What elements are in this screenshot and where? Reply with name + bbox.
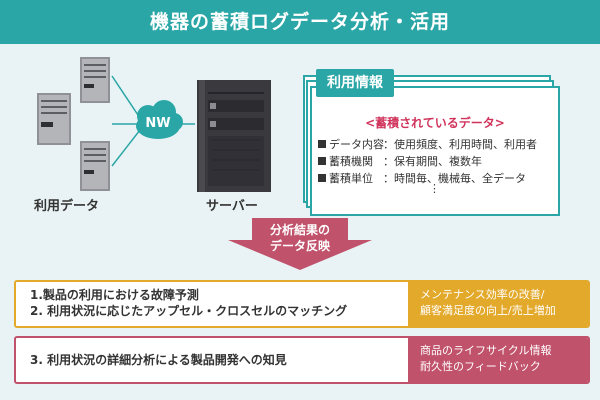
benefit-line: 商品のライフサイクル情報 bbox=[420, 344, 552, 357]
result-row: 1.製品の利用における故障予測 2. 利用状況に応じたアップセル・クロスセルのマ… bbox=[14, 280, 590, 328]
bullet-square-icon bbox=[318, 140, 326, 148]
row-key: データ内容 bbox=[329, 138, 384, 151]
connection-lines bbox=[111, 75, 195, 167]
result-benefit: 商品のライフサイクル情報 耐久性のフィードバック bbox=[408, 338, 588, 382]
row-key: 蓄積単位 bbox=[329, 172, 373, 185]
benefit-line: メンテナンス効率の改善/ bbox=[420, 288, 545, 301]
arrow-label-line: 分析結果の bbox=[269, 223, 330, 237]
bullet-square-icon bbox=[318, 174, 326, 182]
network-label: NW bbox=[145, 116, 171, 131]
continuation-dots: ⋮ bbox=[429, 182, 440, 195]
info-card-row: 蓄積単位 ：時間毎、機械毎、全データ bbox=[318, 170, 526, 186]
bullet-square-icon bbox=[318, 157, 326, 165]
server-icon bbox=[197, 80, 271, 192]
row-value: ：時間毎、機械毎、全データ bbox=[383, 172, 526, 185]
client-computer-icon bbox=[80, 57, 110, 103]
result-benefit: メンテナンス効率の改善/ 顧客満足度の向上/売上増加 bbox=[408, 282, 588, 326]
info-card-title: <蓄積されているデータ> bbox=[365, 116, 505, 130]
result-row-items: 1.製品の利用における故障予測 2. 利用状況に応じたアップセル・クロスセルのマ… bbox=[16, 282, 408, 326]
down-arrow-icon bbox=[228, 218, 372, 270]
row-value: ：使用頻度、利用時間、利用者 bbox=[383, 138, 537, 151]
info-card-row: データ内容：使用頻度、利用時間、利用者 bbox=[318, 136, 537, 152]
info-card bbox=[310, 86, 560, 216]
info-card-tab: 利用情報 bbox=[316, 69, 394, 97]
result-row-items: 3. 利用状況の詳細分析による製品開発への知見 bbox=[16, 338, 408, 382]
result-line: 3. 利用状況の詳細分析による製品開発への知見 bbox=[30, 353, 287, 367]
result-line: 2. 利用状況に応じたアップセル・クロスセルのマッチング bbox=[30, 304, 348, 318]
client-computer-icon bbox=[80, 141, 110, 191]
benefit-line: 顧客満足度の向上/売上増加 bbox=[420, 304, 556, 317]
result-line: 1.製品の利用における故障予測 bbox=[30, 288, 199, 302]
client-computer-icon bbox=[37, 93, 71, 145]
arrow-label-line: データ反映 bbox=[269, 239, 330, 253]
row-key: 蓄積機関 bbox=[329, 155, 373, 168]
page-title: 機器の蓄積ログデータ分析・活用 bbox=[0, 0, 600, 44]
result-row: 3. 利用状況の詳細分析による製品開発への知見 商品のライフサイクル情報 耐久性… bbox=[14, 336, 590, 384]
cloud-icon bbox=[136, 100, 183, 139]
benefit-line: 耐久性のフィードバック bbox=[420, 360, 541, 373]
server-label: サーバー bbox=[206, 199, 258, 214]
clients-label: 利用データ bbox=[34, 199, 100, 214]
arrow-label: 分析結果の データ反映 bbox=[240, 222, 360, 254]
row-value: ：保有期間、複数年 bbox=[383, 155, 482, 168]
info-card-row: 蓄積機関 ：保有期間、複数年 bbox=[318, 153, 482, 169]
